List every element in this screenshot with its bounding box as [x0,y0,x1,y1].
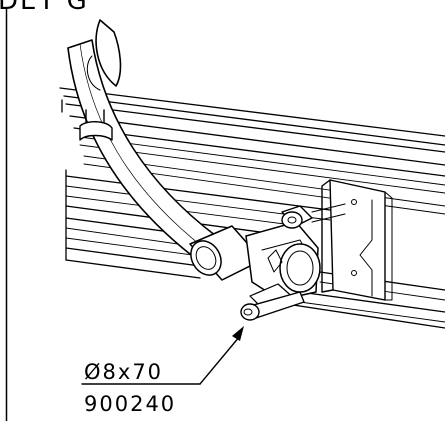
screw-8x70 [240,291,305,321]
upper-bolt [281,203,346,229]
detail-label: DET G [0,0,89,16]
callout-leader [199,326,244,385]
leader-arrowhead [232,326,244,341]
cable-hose [67,19,217,259]
dimension-text: Ø8x70 [84,360,163,384]
cable-tie [79,109,113,141]
part-number-text: 900240 [84,392,176,416]
mounting-bracket [321,179,393,301]
